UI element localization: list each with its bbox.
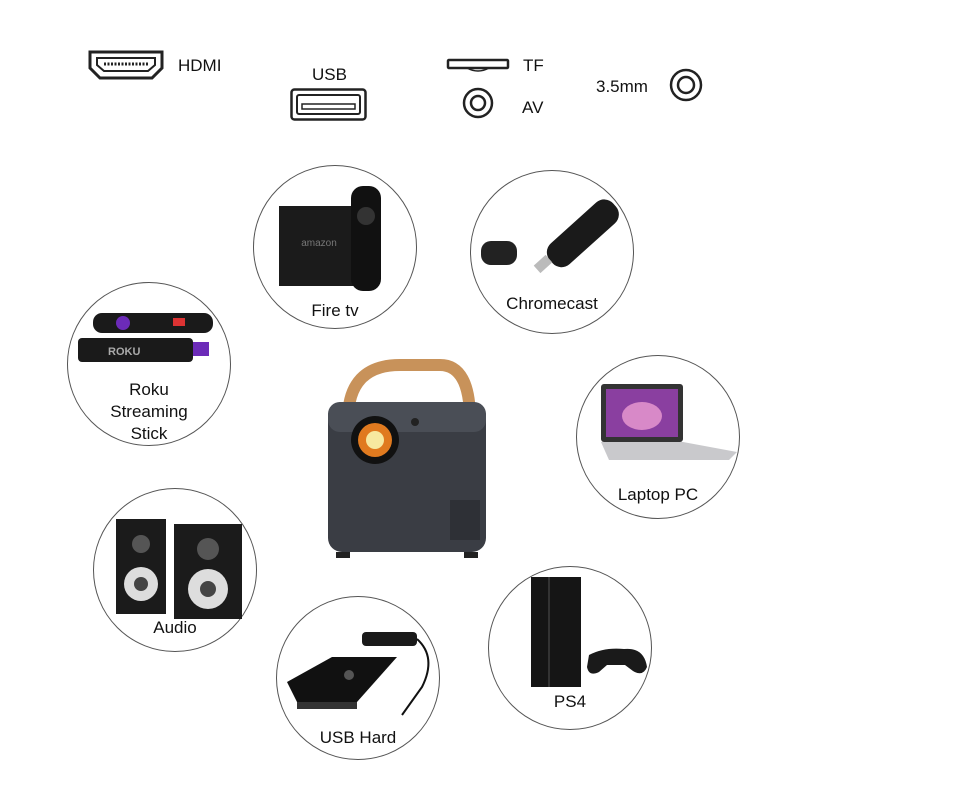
laptop-image: [601, 384, 737, 460]
tf-slot-icon: [446, 58, 510, 72]
device-roku: ROKU Roku Streaming Stick: [67, 282, 231, 446]
roku-label-line3: Stick: [130, 424, 168, 443]
ps4-image: [531, 577, 647, 687]
device-laptop: Laptop PC: [576, 355, 740, 519]
projector-image: [328, 359, 486, 558]
device-chromecast: Chromecast: [470, 170, 634, 334]
tf-label: TF: [523, 56, 544, 75]
laptop-label: Laptop PC: [617, 485, 699, 504]
device-ps4: PS4: [488, 566, 652, 730]
amazon-logo: amazon: [301, 238, 337, 249]
roku-label-line1: Roku: [129, 380, 169, 399]
audio-jack-icon: [669, 68, 703, 102]
audio-jack-label: 3.5mm: [596, 77, 648, 96]
usb-hard-label: USB Hard: [319, 728, 397, 747]
device-audio: Audio: [93, 488, 257, 652]
av-label: AV: [522, 98, 544, 117]
roku-label-line2: Streaming: [110, 402, 188, 421]
audio-label: Audio: [153, 618, 197, 637]
device-fire-tv: amazon Fire tv: [253, 165, 417, 329]
roku-image: ROKU: [78, 313, 213, 362]
usb-port-icon: [290, 88, 367, 121]
fire-tv-label: Fire tv: [311, 301, 359, 320]
ps4-label: PS4: [553, 692, 587, 711]
roku-logo: ROKU: [108, 346, 140, 358]
usb-hard-drive-image: [287, 632, 430, 716]
speakers-image: [116, 519, 242, 619]
fire-tv-image: amazon: [279, 186, 381, 291]
device-usb-hard: USB Hard: [276, 596, 440, 760]
hdmi-label: HDMI: [178, 56, 222, 75]
chromecast-label: Chromecast: [506, 294, 598, 313]
usb-label: USB: [312, 65, 347, 84]
av-port-icon: [462, 87, 494, 119]
hdmi-port-icon: [88, 50, 164, 80]
chromecast-image: [481, 199, 619, 274]
